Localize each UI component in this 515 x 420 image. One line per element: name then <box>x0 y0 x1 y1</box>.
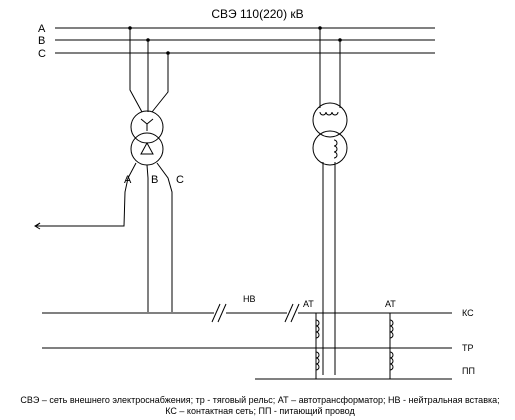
delta-winding-icon <box>140 141 154 155</box>
diagram-title: СВЭ 110(220) кВ <box>211 7 304 21</box>
autotransformer-1-coil-icon <box>315 319 320 371</box>
feed-leads <box>319 28 341 375</box>
terminal-label-c: C <box>176 174 184 186</box>
autotransformer-2 <box>389 313 394 379</box>
secondary-coil-icon <box>333 139 338 159</box>
contact-network <box>42 303 452 323</box>
supply-transformer-primary <box>312 102 348 138</box>
autotransformer-2-coil-icon <box>389 319 394 371</box>
phase-label-a: A <box>38 23 46 35</box>
terminal-label-b: B <box>151 174 158 186</box>
supply-transformer <box>312 102 348 166</box>
traction-transformer <box>130 110 164 166</box>
transformer-leads <box>129 28 169 113</box>
label-traction-rail: ТР <box>462 343 474 353</box>
label-autotransformer-1: АТ <box>303 299 314 309</box>
autotransformer-1 <box>315 313 320 379</box>
phase-label-c: C <box>38 48 46 60</box>
label-feeder-wire: ПП <box>462 366 475 376</box>
label-contact-network: КС <box>462 308 474 318</box>
label-neutral-section: НВ <box>243 294 256 304</box>
phase-label-b: B <box>38 35 45 47</box>
label-autotransformer-2: АТ <box>385 299 396 309</box>
primary-coil-icon <box>319 111 339 116</box>
terminal-leads <box>36 162 173 312</box>
diagram-caption: СВЭ – сеть внешнего электроснабжения; тр… <box>20 395 500 416</box>
supply-transformer-secondary <box>312 130 348 166</box>
transformer-secondary-winding <box>130 132 164 166</box>
star-winding-icon <box>140 118 154 131</box>
